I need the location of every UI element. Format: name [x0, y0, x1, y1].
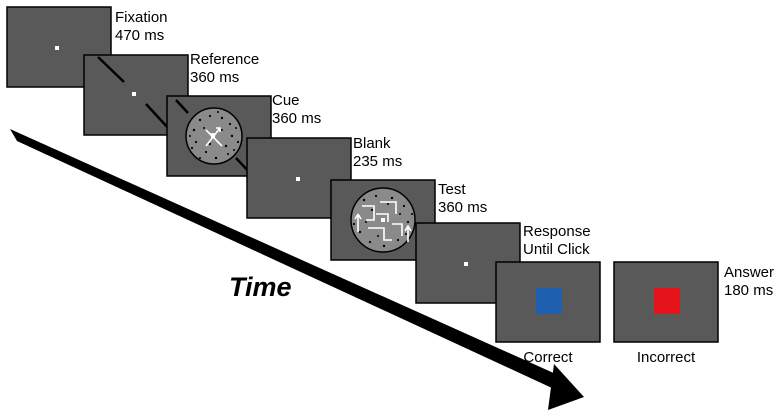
incorrect-feedback-square — [654, 288, 680, 314]
cue-noise-dots — [189, 111, 240, 160]
incorrect-caption: Incorrect — [637, 349, 696, 366]
response-fixation-dot — [464, 262, 468, 266]
frame-fixation-duration: 470 ms — [115, 27, 164, 44]
fixation-dot — [55, 46, 59, 50]
frame-reference-duration: 360 ms — [190, 69, 239, 86]
frame-fixation-name: Fixation — [115, 9, 168, 26]
frame-blank-name: Blank — [353, 135, 391, 152]
time-arrow-shaft — [10, 129, 558, 388]
frame-reference-name: Reference — [190, 51, 259, 68]
frame-feedback-correct: Correct — [495, 261, 601, 366]
frame-cue-name: Cue — [272, 92, 300, 109]
cue-line-upper — [175, 99, 189, 114]
reference-line-lower — [145, 103, 171, 131]
test-arrows — [354, 201, 412, 242]
time-arrow — [10, 129, 584, 410]
answer-name: Answer — [724, 264, 774, 281]
blank-fixation-dot — [296, 177, 300, 181]
frame-response-duration: Until Click — [523, 241, 590, 258]
frame-response-name: Response — [523, 223, 591, 240]
correct-feedback-square — [536, 288, 562, 314]
reference-line-upper — [97, 56, 125, 83]
test-fixation-dot — [381, 218, 385, 222]
test-noise-dots — [352, 194, 413, 248]
frame-cue-duration: 360 ms — [272, 110, 321, 127]
frame-test-name: Test — [438, 181, 466, 198]
answer-duration: 180 ms — [724, 282, 773, 299]
time-label: Time — [229, 272, 292, 302]
frame-feedback-incorrect: Incorrect — [613, 261, 719, 366]
reference-fixation-dot — [132, 92, 136, 96]
correct-caption: Correct — [523, 349, 573, 366]
frame-blank-duration: 235 ms — [353, 153, 402, 170]
time-arrow-head — [548, 364, 584, 410]
cue-fixation-dot — [211, 134, 215, 138]
frame-test-duration: 360 ms — [438, 199, 487, 216]
